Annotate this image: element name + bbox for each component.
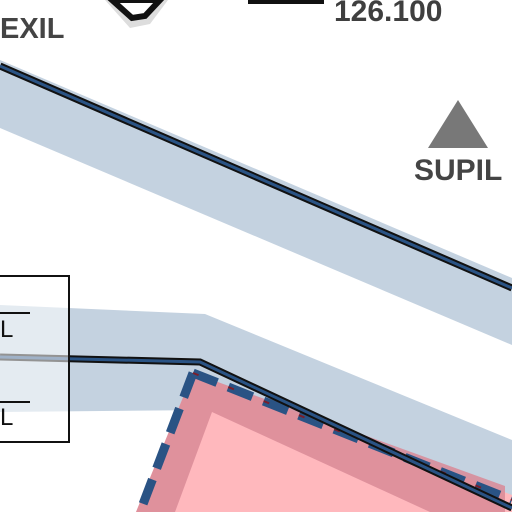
restricted-area-overlap (136, 373, 505, 512)
waypoint-marker-icon[interactable] (105, 0, 168, 28)
frequency-box-edge (248, 0, 324, 4)
airway-info-box[interactable] (0, 275, 70, 443)
triangle-waypoint-icon[interactable] (428, 100, 488, 148)
waypoint-label-supil: SUPIL (414, 154, 503, 187)
restricted-area-border-west (135, 371, 198, 512)
airway-box-label: L (0, 404, 14, 431)
frequency-label: 126.100 (334, 0, 443, 28)
waypoint-label-exil: EXIL (0, 13, 65, 45)
airway-band-upper (0, 60, 512, 345)
airway-box-label: L (0, 316, 14, 343)
